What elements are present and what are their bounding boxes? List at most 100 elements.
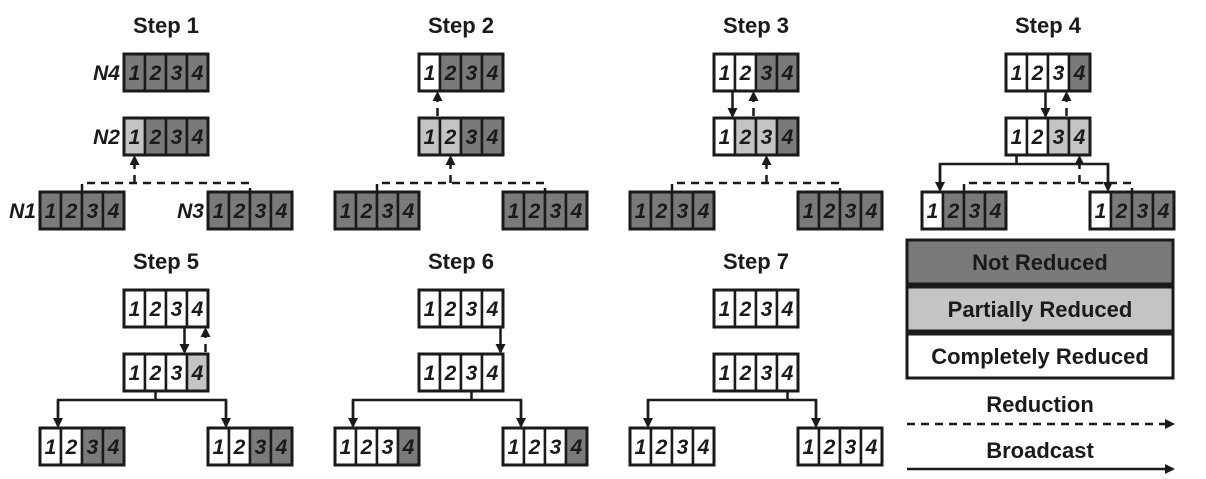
node-n3-block-label: 1 <box>803 200 815 223</box>
node-n2-outline <box>712 116 800 157</box>
node-n4-block-label: 2 <box>444 298 457 321</box>
node-n2-outline <box>417 116 505 157</box>
legend-partially-reduced-label: Partially Reduced <box>948 297 1133 322</box>
legend-not-reduced-swatch <box>905 238 1175 286</box>
node-n1-block-label: 2 <box>65 436 78 459</box>
node-n3-block-label: 4 <box>570 436 583 459</box>
node-n2-block-label: 4 <box>191 362 204 385</box>
node-n1-block-label: 3 <box>87 200 99 223</box>
node-n2-block-label: 1 <box>424 362 436 385</box>
node-n4-outline <box>1004 52 1092 93</box>
node-n1-block-label: 2 <box>655 436 668 459</box>
node-n4-block-label: 1 <box>719 298 731 321</box>
node-n1-block-label: 3 <box>382 200 394 223</box>
node-n3-block-label: 3 <box>845 436 857 459</box>
legend-completely-reduced-swatch <box>905 332 1175 380</box>
step-title: Step 1 <box>133 13 199 38</box>
node-n3-outline <box>206 426 294 467</box>
node-n4-block-label: 1 <box>719 62 731 85</box>
legend-not-reduced-label: Not Reduced <box>972 250 1108 275</box>
node-n1-block-label: 1 <box>340 436 352 459</box>
step-title: Step 4 <box>1015 13 1082 38</box>
node-n1-block-label: 4 <box>402 200 415 223</box>
node-n3-block-label: 4 <box>570 200 583 223</box>
broadcast-bus <box>646 398 818 426</box>
node-n4-block-label: 2 <box>1031 62 1044 85</box>
node-n1-block-label: 1 <box>635 200 647 223</box>
node-n2-outline <box>417 352 505 393</box>
node-n3-block-label: 1 <box>803 436 815 459</box>
legend-reduction-label: Reduction <box>986 392 1094 417</box>
node-n2-block-label: 1 <box>424 126 436 149</box>
node-n1-block-label: 4 <box>107 200 120 223</box>
node-n4-block-label: 2 <box>149 298 162 321</box>
node-n1-block-label: 3 <box>969 200 981 223</box>
node-n2-block-label: 1 <box>129 126 141 149</box>
reduction-bus <box>670 181 842 192</box>
node-n3-block-label: 4 <box>275 200 288 223</box>
node-n2-block-label: 2 <box>149 362 162 385</box>
node-n1-block-label: 1 <box>45 200 57 223</box>
node-n4-block-label: 3 <box>466 62 478 85</box>
node-n1-block-label: 3 <box>677 200 689 223</box>
node-n2-block-label: 3 <box>466 362 478 385</box>
node-n4-block-label: 2 <box>444 62 457 85</box>
node-n3-block-label: 2 <box>528 436 541 459</box>
node-n2-block-label: 3 <box>761 126 773 149</box>
node-n3-block-label: 3 <box>1137 200 1149 223</box>
node-n2-block-label: 1 <box>129 362 141 385</box>
node-n3-block-label: 1 <box>508 200 520 223</box>
node-n2-block-label: 1 <box>719 126 731 149</box>
node-n4-block-label: 1 <box>129 298 141 321</box>
node-n1-block-label: 4 <box>402 436 415 459</box>
node-n1-block-label: 3 <box>87 436 99 459</box>
node-n4-block-label: 1 <box>424 62 436 85</box>
legend-partially-reduced-swatch <box>905 285 1175 333</box>
node-n2-block-label: 3 <box>1053 126 1065 149</box>
node-n1-block-label: 1 <box>927 200 939 223</box>
node-n2-block-label: 2 <box>739 126 752 149</box>
reduction-bus <box>962 181 1134 192</box>
node-n1-block-label: 1 <box>635 436 647 459</box>
node-n4-outline <box>712 288 800 329</box>
node-n1-block-label: 2 <box>65 200 78 223</box>
node-n3-block-label: 2 <box>1115 200 1128 223</box>
node-n3-block-label: 2 <box>823 200 836 223</box>
node-n3-block-label: 1 <box>213 436 225 459</box>
node-n2-block-label: 2 <box>149 126 162 149</box>
node-label-n4: N4 <box>93 62 120 85</box>
node-n1-block-label: 4 <box>989 200 1002 223</box>
node-n1-block-label: 4 <box>107 436 120 459</box>
node-n3-outline <box>501 426 589 467</box>
node-n3-block-label: 1 <box>508 436 520 459</box>
node-n2-block-label: 2 <box>444 126 457 149</box>
step-title: Step 2 <box>428 13 494 38</box>
node-n4-outline <box>417 288 505 329</box>
node-n1-outline <box>38 426 126 467</box>
broadcast-bus <box>56 398 228 426</box>
node-n2-block-label: 2 <box>444 362 457 385</box>
